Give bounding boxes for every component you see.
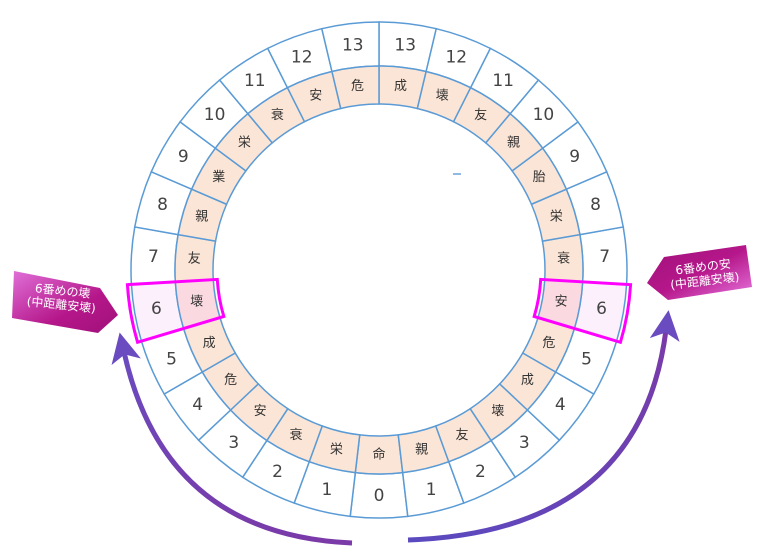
number-label-right-5: 5 bbox=[581, 350, 592, 370]
kanji-label-left-11: 衰 bbox=[271, 107, 284, 123]
kanji-label-left-13: 危 bbox=[351, 79, 364, 94]
kanji-segment-left-13 bbox=[331, 65, 380, 110]
kanji-label-right-13: 成 bbox=[394, 79, 407, 94]
number-label-left-6: 6 bbox=[151, 299, 162, 319]
number-label-left-1: 1 bbox=[321, 480, 332, 500]
number-label-left-8: 8 bbox=[157, 195, 168, 215]
number-label-left-10: 10 bbox=[204, 105, 226, 125]
number-label-right-6: 6 bbox=[596, 299, 607, 319]
kanji-label-right-1: 親 bbox=[415, 443, 428, 458]
kanji-label-right-4: 成 bbox=[521, 373, 534, 388]
number-label-right-11: 11 bbox=[492, 71, 514, 91]
kanji-label-right-11: 友 bbox=[474, 107, 487, 123]
kanji-label-right-8: 栄 bbox=[550, 209, 563, 224]
kanji-label-left-7: 友 bbox=[188, 251, 201, 267]
kanji-label-left-3: 安 bbox=[254, 404, 267, 419]
kanji-label-right-12: 壊 bbox=[436, 89, 449, 104]
kanji-label-left-5: 成 bbox=[203, 336, 216, 351]
kanji-label-right-7: 衰 bbox=[557, 251, 570, 267]
number-label-right-8: 8 bbox=[590, 195, 601, 215]
number-label-right-3: 3 bbox=[519, 433, 530, 453]
kanji-label-left-8: 親 bbox=[195, 209, 208, 224]
kanji-label-right-9: 胎 bbox=[533, 170, 546, 185]
number-label-right-10: 10 bbox=[533, 105, 555, 125]
kanji-label-right-3: 壊 bbox=[491, 404, 504, 419]
number-label-left-2: 2 bbox=[272, 462, 283, 482]
left-curved-arrow bbox=[111, 332, 353, 546]
highlight-box-left bbox=[125, 277, 226, 345]
kanji-label-left-9: 業 bbox=[212, 169, 225, 185]
kanji-label-left-12: 安 bbox=[309, 89, 322, 104]
number-label-right-9: 9 bbox=[569, 147, 580, 167]
number-label-left-12: 12 bbox=[291, 48, 313, 68]
kanji-label-right-6: 安 bbox=[555, 295, 568, 310]
number-label-left-3: 3 bbox=[228, 433, 239, 453]
number-label-right-12: 12 bbox=[445, 48, 467, 68]
number-label-right-2: 2 bbox=[475, 462, 486, 482]
kanji-label-right-10: 親 bbox=[507, 136, 520, 151]
number-label-left-9: 9 bbox=[178, 147, 189, 167]
number-label-left-4: 4 bbox=[192, 395, 203, 415]
number-label-right-1: 1 bbox=[426, 480, 437, 500]
right-curved-arrow bbox=[407, 310, 680, 543]
number-label-bottom-0: 0 bbox=[374, 486, 385, 506]
right-callout-tag-shape bbox=[647, 245, 752, 300]
kanji-label-right-2: 友 bbox=[456, 427, 469, 443]
kanji-label-right-5: 危 bbox=[542, 336, 555, 351]
kanji-label-left-4: 危 bbox=[224, 373, 237, 388]
number-label-left-13: 13 bbox=[342, 36, 364, 56]
number-label-left-5: 5 bbox=[166, 350, 177, 370]
kanji-label-left-6: 壊 bbox=[190, 295, 203, 310]
number-label-right-4: 4 bbox=[555, 395, 566, 415]
kanji-label-left-10: 栄 bbox=[238, 136, 251, 151]
kanji-label-left-2: 衰 bbox=[289, 427, 302, 443]
number-label-right-7: 7 bbox=[599, 247, 610, 267]
number-label-left-11: 11 bbox=[244, 71, 266, 91]
highlight-box-right bbox=[532, 277, 633, 345]
kanji-label-bottom-0: 命 bbox=[372, 447, 385, 463]
number-label-right-13: 13 bbox=[394, 36, 416, 56]
kanji-label-left-1: 栄 bbox=[330, 443, 343, 458]
left-callout-tag-shape bbox=[12, 271, 118, 333]
number-label-left-7: 7 bbox=[148, 247, 159, 267]
